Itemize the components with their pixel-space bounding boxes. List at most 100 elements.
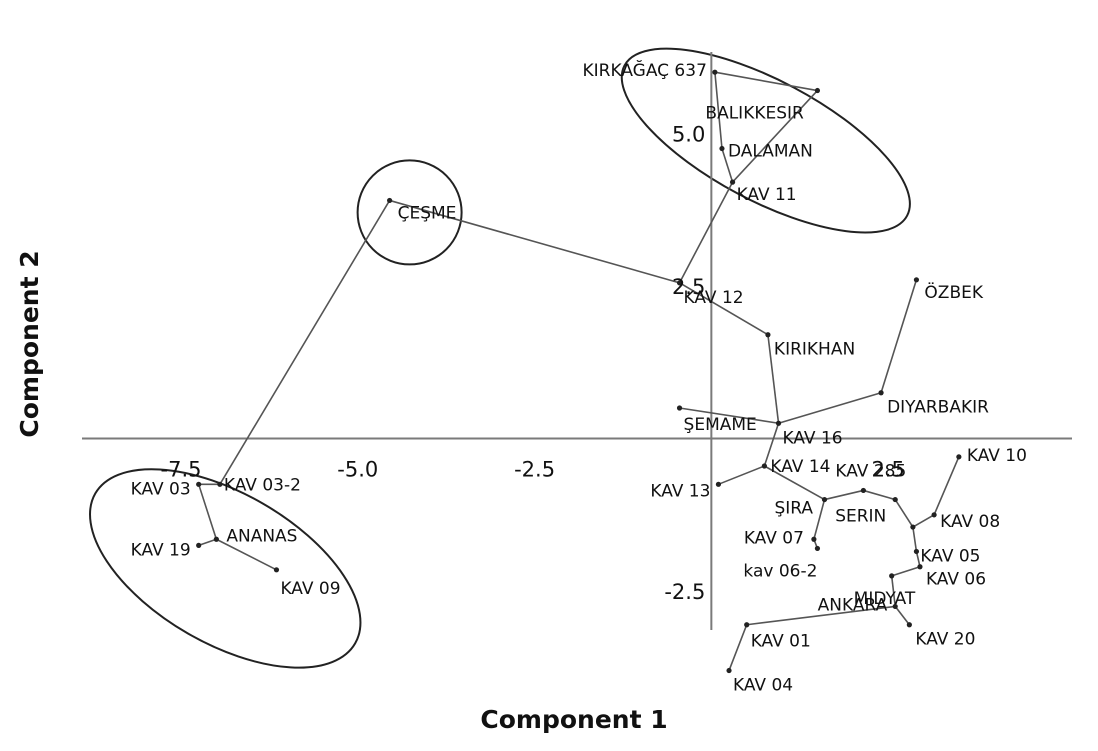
point-kav03 bbox=[196, 481, 202, 487]
edge-kav08-kav10 bbox=[933, 456, 960, 516]
point-kav08 bbox=[931, 512, 937, 518]
edge-ananas-kav09 bbox=[215, 538, 277, 571]
point-kav09 bbox=[273, 567, 280, 573]
label-semame: ŞEMAME bbox=[684, 415, 757, 435]
edge-ankara-kav01 bbox=[746, 605, 896, 626]
point-ozbek bbox=[913, 277, 920, 283]
label-sira: ŞIRA bbox=[775, 499, 814, 519]
cluster-top-ellipse bbox=[620, 47, 911, 234]
point-n1 bbox=[910, 524, 916, 530]
label-midyat: MIDYAT bbox=[854, 589, 916, 609]
edge-kav16-kav14 bbox=[763, 423, 780, 467]
edge-cesme-kav032 bbox=[219, 200, 391, 485]
label-ankara: ANKARA bbox=[818, 595, 888, 615]
edge-kav285-serin bbox=[863, 489, 896, 501]
edge-midyat-ankara bbox=[890, 575, 897, 607]
cluster-left-ellipse bbox=[89, 468, 362, 669]
point-kav20 bbox=[906, 622, 912, 628]
point-kav16 bbox=[775, 420, 782, 426]
point-kirikhan bbox=[765, 332, 771, 338]
label-kav08: KAV 08 bbox=[940, 512, 1000, 532]
label-kav062: kav 06-2 bbox=[743, 561, 817, 581]
edge-serin-n1 bbox=[894, 499, 914, 528]
label-kav10: KAV 10 bbox=[967, 446, 1027, 466]
edge-kav01-kav04 bbox=[728, 624, 748, 671]
label-kirkagac: KIRKAĞAÇ 637 bbox=[583, 59, 707, 81]
label-kav03: KAV 03 bbox=[131, 479, 191, 499]
x-axis-title: Component 1 bbox=[480, 705, 667, 734]
cluster-cesme-ellipse bbox=[356, 159, 463, 266]
edge-sira-kav285 bbox=[824, 489, 864, 501]
label-kav05: KAV 05 bbox=[920, 546, 980, 566]
label-dalaman: DALAMAN bbox=[728, 142, 813, 162]
label-ozbek: ÖZBEK bbox=[924, 281, 983, 303]
edge-kav14-kav13 bbox=[718, 465, 765, 486]
label-kav06: KAV 06 bbox=[926, 570, 986, 590]
point-kav19 bbox=[196, 542, 202, 548]
label-kav11: KAV 11 bbox=[737, 185, 797, 205]
point-kav12 bbox=[676, 280, 683, 286]
point-diyarbakir bbox=[878, 390, 884, 396]
point-kav06 bbox=[917, 564, 923, 570]
edge-dalaman-kav11 bbox=[721, 148, 734, 183]
label-kav04: KAV 04 bbox=[733, 676, 793, 696]
label-kav01: KAV 01 bbox=[751, 632, 811, 652]
point-kav285 bbox=[860, 487, 866, 494]
label-kav07: KAV 07 bbox=[744, 528, 804, 548]
point-sira bbox=[821, 496, 828, 503]
point-dalaman bbox=[719, 145, 725, 152]
edge-kirkagac-balikkesir bbox=[714, 71, 818, 92]
point-kav11 bbox=[729, 179, 736, 185]
edge-ankara-kav20 bbox=[894, 605, 910, 626]
point-kav01 bbox=[744, 622, 750, 628]
point-serin bbox=[892, 496, 898, 503]
label-ananas: ANANAS bbox=[226, 526, 297, 546]
point-kav14 bbox=[761, 463, 767, 469]
point-midyat bbox=[889, 573, 895, 579]
edge-diyarbakir-ozbek bbox=[880, 279, 918, 393]
point-kav032 bbox=[217, 481, 223, 487]
label-kav032: KAV 03-2 bbox=[224, 475, 301, 495]
point-semame bbox=[676, 405, 683, 411]
point-cesme bbox=[387, 197, 393, 204]
y-axis-title: Component 2 bbox=[15, 250, 44, 437]
label-kirikhan: KIRIKHAN bbox=[774, 340, 855, 360]
label-kav16: KAV 16 bbox=[783, 428, 843, 448]
edge-kav14-sira bbox=[764, 465, 825, 501]
edge-cesme-kav12 bbox=[389, 199, 680, 284]
edge-kav06-midyat bbox=[891, 565, 921, 577]
edge-kav11-kav12 bbox=[678, 181, 734, 284]
y-tick-label: -2.5 bbox=[664, 580, 705, 604]
edge-kav03-ananas bbox=[197, 484, 218, 540]
edge-ananas-kav19 bbox=[198, 538, 217, 547]
label-kav12: KAV 12 bbox=[684, 288, 744, 308]
label-cesme: ÇEŞME bbox=[398, 203, 457, 223]
label-kav14: KAV 14 bbox=[770, 457, 830, 477]
x-tick-label: -7.5 bbox=[161, 458, 202, 482]
edge-kav16-diyarbakir bbox=[778, 391, 882, 425]
point-kav13 bbox=[715, 481, 722, 487]
point-kav04 bbox=[726, 667, 732, 674]
label-kav20: KAV 20 bbox=[915, 630, 975, 650]
edge-n1-kav08 bbox=[912, 514, 935, 528]
edge-kirkagac-dalaman bbox=[714, 72, 723, 149]
edge-kirikhan-kav16 bbox=[767, 334, 780, 424]
label-diyarbakir: DIYARBAKIR bbox=[887, 398, 989, 418]
label-kav13: KAV 13 bbox=[650, 481, 710, 501]
label-serin: SERIN bbox=[835, 507, 886, 527]
label-kav285: KAV 285 bbox=[835, 461, 906, 481]
x-tick-label: -5.0 bbox=[337, 458, 378, 482]
point-kav062 bbox=[814, 545, 821, 552]
y-tick-label: 2.5 bbox=[672, 275, 705, 299]
label-kav19: KAV 19 bbox=[131, 540, 191, 560]
label-kav09: KAV 09 bbox=[280, 579, 340, 599]
connecting-edges bbox=[197, 71, 960, 671]
edge-kav12-kirikhan bbox=[679, 282, 769, 336]
point-kirkagac bbox=[712, 69, 718, 75]
point-ananas bbox=[213, 536, 219, 542]
point-balikkesir bbox=[814, 87, 821, 94]
x-tick-label: 2.5 bbox=[871, 458, 904, 482]
data-points bbox=[196, 69, 962, 674]
